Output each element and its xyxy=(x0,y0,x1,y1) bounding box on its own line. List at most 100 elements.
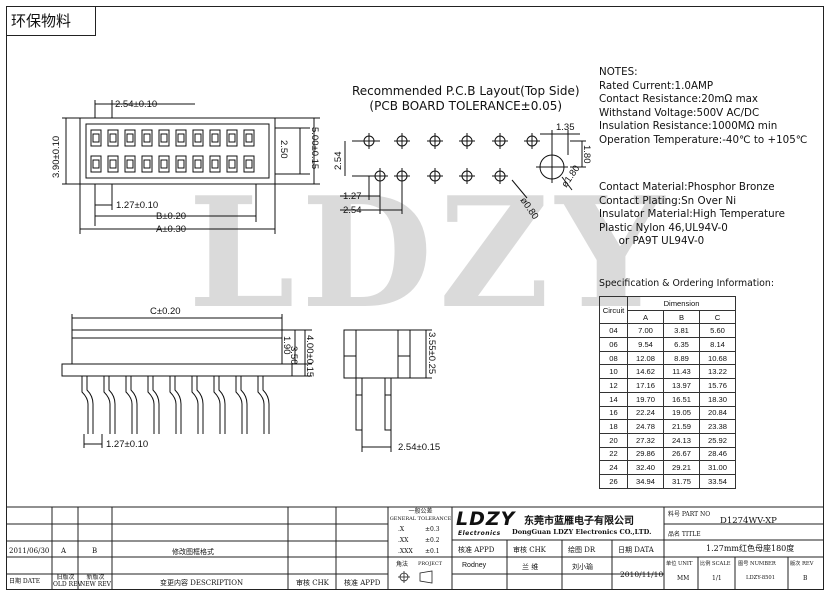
contact-slot-inner xyxy=(160,159,168,169)
part-no-label: 料号 PART NO xyxy=(668,511,711,518)
pcb-title-line2: (PCB BOARD TOLERANCE±0.05) xyxy=(369,99,563,113)
notes-line: Insulation Resistance:1000MΩ min xyxy=(599,120,778,133)
dim-side-254: 2.54±0.15 xyxy=(398,442,440,453)
hist-new: B xyxy=(92,547,98,555)
unit-label: 单位 UNIT xyxy=(666,561,693,567)
contact-slot xyxy=(209,155,221,173)
title-label: 品名 TITLE xyxy=(668,531,701,538)
contact-pin xyxy=(213,376,226,434)
contact-slot-inner xyxy=(211,133,219,143)
contact-slot-inner xyxy=(228,133,236,143)
dim-front-c: C±0.20 xyxy=(150,306,181,317)
contact-slot-inner xyxy=(194,159,202,169)
contact-slot xyxy=(90,155,102,173)
drawing-frame xyxy=(6,6,824,590)
dim-top-pitch: 2.54±0.10 xyxy=(115,99,157,110)
contact-slot xyxy=(226,155,238,173)
notes-line: Withstand Voltage:500V AC/DC xyxy=(599,106,760,119)
side-pin-left xyxy=(355,377,363,431)
proj-cn: 角法 xyxy=(396,561,409,568)
col-old-en: OLD REV xyxy=(53,581,82,588)
scale-val: 1/1 xyxy=(712,575,722,582)
company-cn: 东莞市蓝雁电子有限公司 xyxy=(524,516,634,527)
dim-top-h1: 2.50 xyxy=(278,140,289,159)
company-en: DongGuan LDZY Electronics CO.,LTD. xyxy=(512,528,652,536)
contact-pin xyxy=(125,376,138,434)
contact-slot xyxy=(192,155,204,173)
dim-front-127: 1.27±0.10 xyxy=(106,439,148,450)
appd-label: 核准 APPD xyxy=(458,546,495,554)
part-title: 1.27mm红色母座180度 xyxy=(706,544,795,553)
chk-label: 审核 CHK xyxy=(513,546,546,554)
company-logo-sub: Electronics xyxy=(458,530,501,537)
materials-block: Contact Material:Phosphor Bronze Contact… xyxy=(599,181,785,249)
projection-trapezoid xyxy=(419,570,433,584)
contact-slot-inner xyxy=(143,133,151,143)
dim-front-400: 4.00±0.15 xyxy=(304,335,315,377)
contact-slot xyxy=(124,129,136,147)
contact-slot xyxy=(192,129,204,147)
chk-name: 兰 维 xyxy=(522,563,539,571)
contact-pin xyxy=(147,376,160,434)
dim-pcb-254b: 2.54 xyxy=(343,205,362,216)
contact-pin xyxy=(257,376,270,434)
contact-slot xyxy=(158,129,170,147)
contact-slot-inner xyxy=(143,159,151,169)
contact-slot xyxy=(243,155,255,173)
front-view-base xyxy=(61,363,293,377)
part-no: D1274WV-XP xyxy=(720,516,777,526)
date-label: 日期 DATA xyxy=(618,546,654,554)
dim-front-190: 1.90 xyxy=(281,336,292,355)
contact-slot-inner xyxy=(245,159,253,169)
scale-label: 比例 SCALE xyxy=(700,561,731,567)
hist-old: A xyxy=(61,547,67,555)
dim-top-b: B±0.20 xyxy=(156,211,186,222)
proj-en: PROJECT xyxy=(418,561,443,567)
spec-title: Specification & Ordering Information: xyxy=(599,278,775,289)
contact-slot-inner xyxy=(228,159,236,169)
notes-line: Rated Current:1.0AMP xyxy=(599,79,714,92)
col-new-cn: 新版次 xyxy=(86,574,105,581)
contact-slot xyxy=(107,129,119,147)
contact-pin xyxy=(103,376,116,434)
contact-slot-inner xyxy=(211,159,219,169)
contact-slot-inner xyxy=(160,133,168,143)
contact-slot-inner xyxy=(177,159,185,169)
contact-slot-inner xyxy=(126,159,134,169)
contact-pin xyxy=(81,376,94,434)
tol-xxx: .XXX xyxy=(398,548,413,555)
dim-top-height: 3.90±0.10 xyxy=(51,136,62,178)
appd-name: Rodney xyxy=(462,562,487,569)
hist-desc: 修改图框格式 xyxy=(172,548,214,556)
contact-slot xyxy=(107,155,119,173)
col-new-en: NEW REV xyxy=(80,581,111,588)
dim-front-350: 3.50 xyxy=(288,346,299,365)
tol-x-val: ±0.3 xyxy=(425,526,440,533)
contact-slot xyxy=(158,155,170,173)
col-old-cn: 旧版次 xyxy=(56,574,75,581)
tol-xx-val: ±0.2 xyxy=(425,537,440,544)
contact-slot xyxy=(124,155,136,173)
side-view-body xyxy=(343,329,411,379)
contact-slot-inner xyxy=(194,133,202,143)
dim-side-355: 3.55±0.25 xyxy=(426,332,437,374)
tol-title-cn: 一般公差 xyxy=(408,508,433,515)
pcb-title-line1: Recommended P.C.B Layout(Top Side) xyxy=(352,84,580,98)
hist-date: 2011/06/30 xyxy=(9,547,50,555)
watermark: LDZY xyxy=(188,163,671,342)
contact-pin xyxy=(235,376,248,434)
contact-pin xyxy=(191,376,204,434)
contact-pin xyxy=(169,376,182,434)
contact-slot-inner xyxy=(92,159,100,169)
